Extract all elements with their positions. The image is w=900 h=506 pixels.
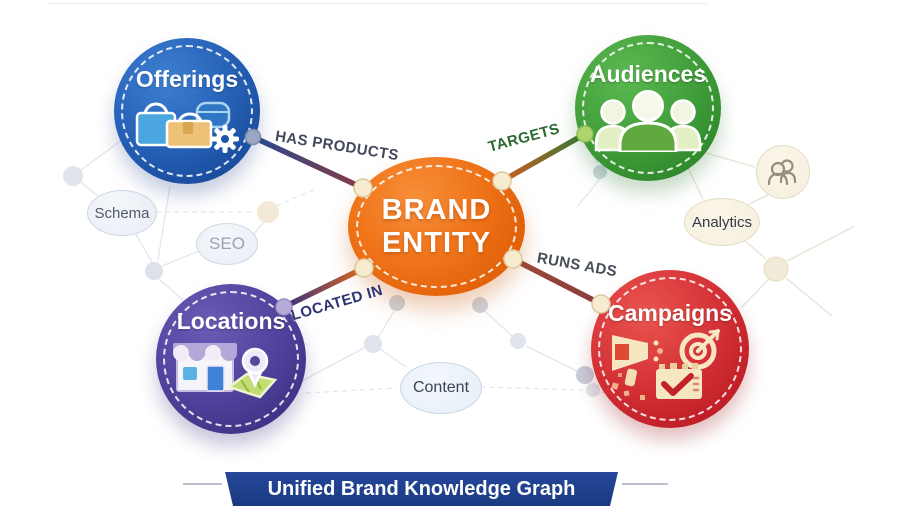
- offerings-label: Offerings: [135, 66, 239, 92]
- dashed-ring: [582, 42, 714, 174]
- target-dart-icon: [679, 329, 720, 370]
- background-node-seo: SEO: [196, 223, 258, 265]
- edge-label-has-products: HAS PRODUCTS: [274, 127, 400, 165]
- locations-label: Locations: [176, 308, 286, 334]
- audiences-label: Audiences: [589, 61, 707, 87]
- people-group-icon: [594, 90, 702, 152]
- seo-label: SEO: [209, 234, 245, 253]
- map-pin-icon: [241, 347, 269, 388]
- checklist-icon: [656, 363, 702, 399]
- background-node-schema: Schema: [87, 190, 157, 236]
- node-campaigns: Campaigns: [591, 270, 749, 428]
- offerings-icons: [135, 101, 239, 153]
- banner-side-line-right: [622, 483, 668, 485]
- gear-icon: [211, 125, 239, 153]
- edge-label-runs-ads: RUNS ADS: [535, 249, 619, 281]
- banner-title: Unified Brand Knowledge Graph: [267, 477, 576, 500]
- people-pair-icon: [767, 159, 797, 186]
- megaphone-icon: [612, 335, 663, 387]
- schema-label: Schema: [94, 204, 150, 222]
- background-node-people: [756, 145, 810, 199]
- brand-entity-label-line2: ENTITY: [381, 226, 492, 259]
- banner-side-line-left: [183, 483, 222, 485]
- node-offerings: Offerings: [114, 38, 260, 184]
- dashed-ring: [356, 165, 517, 288]
- analytics-label: Analytics: [691, 213, 753, 231]
- title-banner: Unified Brand Knowledge Graph: [225, 472, 618, 506]
- dashed-ring: [598, 277, 742, 421]
- edge-label-located-in: LOCATED IN: [289, 281, 385, 325]
- campaigns-icons: [611, 329, 720, 400]
- locations-icons: [173, 343, 278, 399]
- top-border-line: [48, 3, 708, 4]
- content-label: Content: [412, 379, 470, 396]
- storefront-icon: [173, 343, 237, 392]
- campaigns-label: Campaigns: [608, 300, 732, 326]
- gift-box-icon: [165, 112, 213, 149]
- dashed-ring: [163, 291, 299, 427]
- node-brand-entity: BRAND ENTITY: [348, 157, 525, 296]
- node-audiences: Audiences: [575, 35, 721, 181]
- background-node-content: Content: [400, 362, 482, 414]
- edge-label-targets: TARGETS: [486, 120, 562, 156]
- brand-entity-label-line1: BRAND: [381, 194, 492, 227]
- node-locations: Locations: [156, 284, 306, 434]
- dashed-ring: [121, 45, 253, 177]
- background-node-analytics: Analytics: [684, 198, 760, 246]
